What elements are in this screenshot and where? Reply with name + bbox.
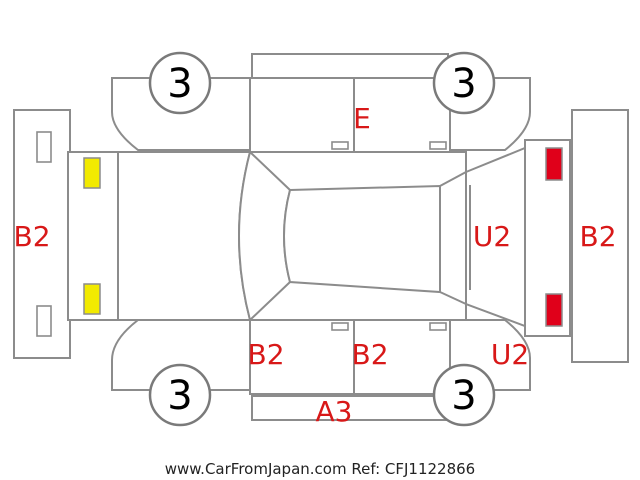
rear-lamp-upper bbox=[545, 147, 563, 181]
tire-rear-right-label: 3 bbox=[451, 61, 476, 107]
code-left-front-door: B2 bbox=[247, 338, 284, 371]
rear-lamp-lower bbox=[545, 293, 563, 327]
tire-front-right: 3 bbox=[148, 51, 212, 115]
tire-rear-left-label: 3 bbox=[451, 373, 476, 419]
tire-front-right-label: 3 bbox=[167, 61, 192, 107]
front-lamp-lower bbox=[83, 283, 101, 315]
rear-bumper bbox=[571, 109, 629, 363]
tire-rear-left: 3 bbox=[432, 363, 496, 427]
tire-front-left: 3 bbox=[148, 363, 212, 427]
code-front-bumper: B2 bbox=[13, 220, 50, 253]
code-left-rear-quarter: U2 bbox=[491, 338, 529, 371]
tire-front-left-label: 3 bbox=[167, 373, 192, 419]
code-tailgate: U2 bbox=[473, 220, 511, 253]
code-roof-top: E bbox=[353, 102, 371, 135]
front-bumper bbox=[13, 109, 71, 359]
source-caption: www.CarFromJapan.com Ref: CFJ1122866 bbox=[165, 460, 475, 478]
code-left-rocker: A3 bbox=[316, 395, 353, 428]
right-side-panels bbox=[111, 53, 531, 153]
front-lamp-upper bbox=[83, 157, 101, 189]
left-side-panels bbox=[111, 319, 531, 421]
lamps bbox=[83, 147, 563, 327]
tire-rear-right: 3 bbox=[432, 51, 496, 115]
vehicle-body-top-view bbox=[67, 139, 571, 337]
code-rear-bumper: B2 bbox=[579, 220, 616, 253]
code-left-rear-door: B2 bbox=[351, 338, 388, 371]
